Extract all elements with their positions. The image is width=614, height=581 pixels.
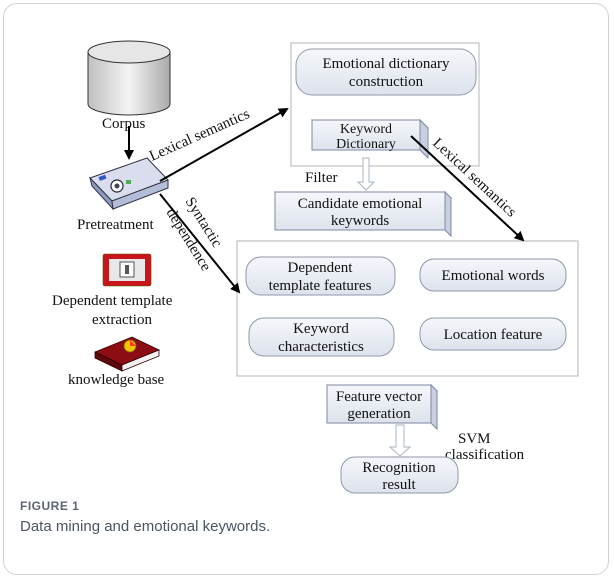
filter-label: Filter (305, 170, 338, 186)
location-feature-node (419, 317, 567, 351)
emotional-dictionary-line1: Emotional dictionary (322, 56, 450, 72)
recognition-line2: result (382, 477, 416, 493)
emotional-words-node (419, 258, 567, 292)
dependent-template-label-line2: extraction (92, 312, 152, 328)
feature-vector-node (325, 383, 439, 431)
candidate-keywords-line1: Candidate emotional (298, 196, 423, 212)
knowledge-base-book-icon (94, 336, 160, 372)
dependent-features-line1: Dependent (288, 260, 354, 276)
recognition-result-node (340, 456, 459, 494)
figure-caption-text: Data mining and emotional keywords. (20, 518, 271, 535)
dependent-template-features-node (245, 256, 396, 296)
emotional-words-label: Emotional words (442, 268, 545, 284)
feature-vector-line1: Feature vector (336, 389, 422, 405)
classification-arrow (388, 424, 412, 457)
emotional-dictionary-line2: construction (349, 74, 424, 90)
feature-vector-line2: generation (347, 406, 411, 422)
corpus-database-icon (87, 40, 171, 116)
svm-label-line1: SVM (458, 431, 491, 447)
keyword-characteristics-line2: characteristics (278, 339, 364, 355)
lexical-semantics-label-1: Lexical semantics (147, 106, 252, 165)
keyword-characteristics-line1: Keyword (293, 321, 349, 337)
keyword-dictionary-line1: Keyword (340, 122, 392, 137)
location-feature-label: Location feature (444, 327, 543, 343)
dependent-template-label-line1: Dependent template (52, 293, 173, 309)
keyword-dictionary-line2: Dictionary (336, 137, 396, 152)
filter-arrow (356, 157, 376, 191)
figure-caption-label: FIGURE 1 (20, 499, 80, 513)
svm-label-line2: classification (445, 447, 525, 463)
pretreatment-device-icon (89, 157, 169, 211)
emotional-dictionary-node (295, 48, 477, 96)
candidate-keywords-node (273, 190, 453, 238)
knowledge-base-label: knowledge base (68, 372, 165, 388)
lexical-semantics-arrow-2 (410, 135, 525, 242)
candidate-keywords-line2: keywords (331, 213, 389, 229)
template-extraction-icon (102, 253, 152, 287)
corpus-label: Corpus (102, 116, 146, 132)
keyword-dictionary-node (310, 118, 430, 160)
keyword-characteristics-node (248, 317, 395, 357)
syntactic-dependence-arrow (159, 193, 241, 294)
dependent-features-line2: template features (269, 278, 372, 294)
recognition-line1: Recognition (362, 460, 436, 476)
lexical-semantics-arrow-1 (159, 108, 289, 182)
pretreatment-label: Pretreatment (77, 217, 154, 233)
